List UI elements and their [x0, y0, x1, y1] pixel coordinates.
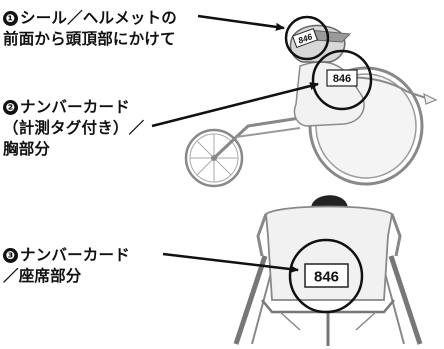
seat-card-number: 846: [314, 269, 339, 286]
callout-1-line-2: 前面から頭頂部にかけて: [3, 30, 176, 48]
seat-number-card: [304, 263, 349, 288]
rear-view-wheelchair: 846: [233, 195, 423, 346]
arrow-to-chest: [151, 82, 319, 128]
callout-3-line-1: ナンバーカード: [20, 246, 130, 264]
chest-card-number: 846: [333, 73, 351, 85]
rear-head: [311, 195, 348, 208]
left-wheel: [233, 255, 268, 345]
arrow-to-seat: [162, 252, 299, 274]
callout-2-line-1: ナンバーカード: [20, 98, 130, 116]
callout-2-line-3: 胸部分: [3, 140, 51, 158]
callout-2-number: ❷: [3, 100, 18, 115]
rear-back: [265, 205, 393, 301]
helmet-sticker: [291, 27, 319, 49]
callout-2-line-2: （計測タグ付き）／: [3, 119, 145, 137]
arrow-to-helmet: [197, 14, 285, 31]
right-wheel: [388, 255, 423, 345]
side-view-wheelchair: 846 846: [184, 24, 438, 188]
seat-frame: [261, 299, 395, 314]
chest-number-card: [326, 69, 358, 87]
callout-1-line-1: シール／ヘルメットの: [20, 9, 178, 27]
chest-highlight-circle: [311, 49, 373, 111]
helmet-sticker-number: 846: [297, 31, 314, 45]
front-wheel-outer: [184, 128, 244, 188]
callout-3-number: ❸: [3, 248, 18, 263]
callout-3-line-2: ／座席部分: [3, 267, 82, 285]
seat-highlight-circle: [288, 238, 364, 314]
helmet-highlight-circle: [284, 15, 330, 61]
callout-1-number: ❶: [3, 11, 18, 26]
